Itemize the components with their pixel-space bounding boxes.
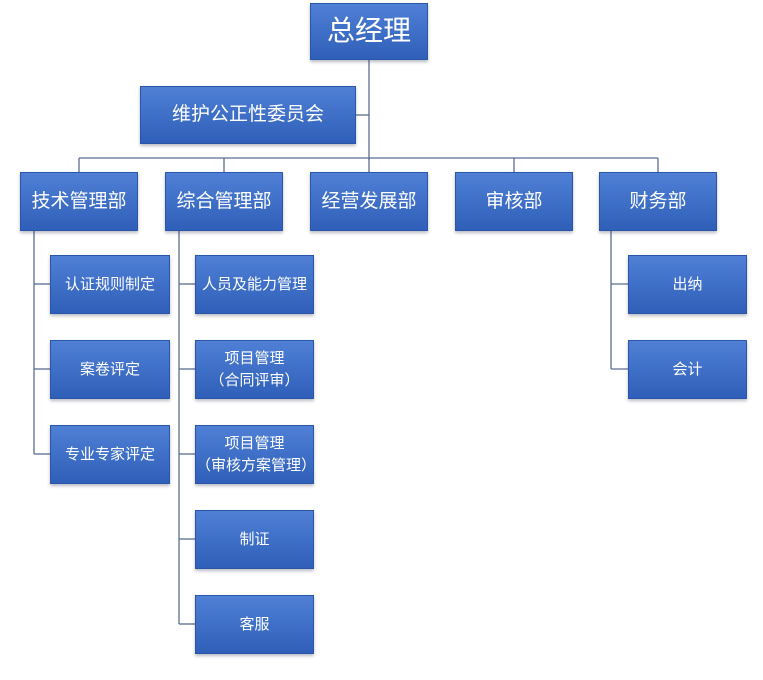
child-node: 项目管理 （合同评审） <box>195 340 314 399</box>
child-label-line1: 项目管理 <box>224 433 285 452</box>
dept-node-tech: 技术管理部 <box>20 172 138 231</box>
dept-label: 审核部 <box>485 189 543 212</box>
child-node: 项目管理 （审核方案管理） <box>195 425 317 484</box>
child-node: 专业专家评定 <box>50 425 170 484</box>
child-label: 专业专家评定 <box>64 444 155 463</box>
child-label: 案卷评定 <box>79 359 140 378</box>
child-label: 人员及能力管理 <box>201 274 307 293</box>
dept-node-business: 经营发展部 <box>310 172 428 231</box>
child-node: 出纳 <box>628 255 747 314</box>
root-label: 总经理 <box>326 14 411 48</box>
dept-node-audit: 审核部 <box>455 172 573 231</box>
child-label: 客服 <box>239 614 270 633</box>
root-node: 总经理 <box>310 3 428 60</box>
dept-label: 经营发展部 <box>321 189 417 212</box>
child-node: 制证 <box>195 510 314 569</box>
committee-label: 维护公正性委员会 <box>171 103 324 126</box>
dept-node-general: 综合管理部 <box>165 172 283 231</box>
child-node: 人员及能力管理 <box>195 255 314 314</box>
dept-label: 综合管理部 <box>176 189 272 212</box>
child-label: 制证 <box>239 529 270 548</box>
child-label: 会计 <box>672 359 703 378</box>
child-node: 客服 <box>195 595 314 654</box>
committee-node: 维护公正性委员会 <box>140 86 356 144</box>
child-label-line2: （审核方案管理） <box>196 455 317 474</box>
child-node: 案卷评定 <box>50 340 170 399</box>
dept-label: 技术管理部 <box>31 189 127 212</box>
dept-node-finance: 财务部 <box>599 172 717 231</box>
child-node: 认证规则制定 <box>50 255 170 314</box>
child-label-line1: 项目管理 <box>224 348 285 367</box>
child-node: 会计 <box>628 340 747 399</box>
dept-label: 财务部 <box>629 189 687 212</box>
child-label: 出纳 <box>672 274 703 293</box>
child-label-line2: （合同评审） <box>209 370 300 389</box>
child-label: 认证规则制定 <box>64 274 155 293</box>
